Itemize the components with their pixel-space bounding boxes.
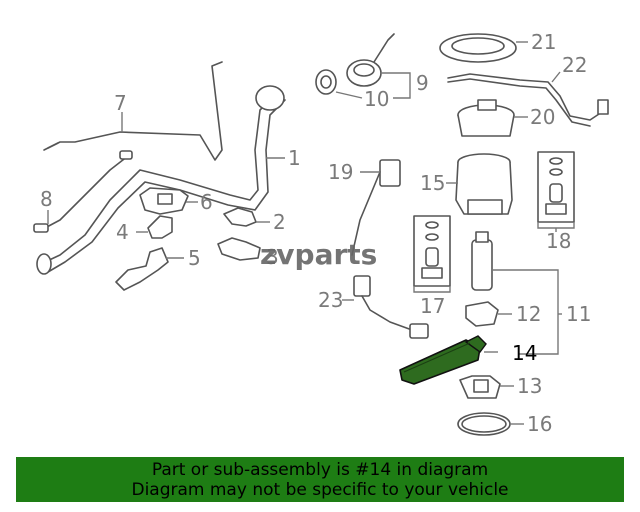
part-16-seal-ring [457,412,511,436]
part-13-holder [459,375,501,399]
callout-4: 4 [116,220,129,244]
banner-line-1: Part or sub-assembly is #14 in diagram [151,459,489,480]
part-19-sensor-line [351,159,401,256]
watermark: zvparts [260,238,377,271]
info-banner: Part or sub-assembly is #14 in diagram D… [16,457,624,502]
callout-10: 10 [364,87,389,111]
part-14-fuel-strainer [399,335,487,385]
callout-15: 15 [420,171,445,195]
callout-22: 22 [562,53,587,77]
callout-5: 5 [188,246,201,270]
callout-21: 21 [531,30,556,54]
part-20-flange [457,99,515,137]
callout-23: 23 [318,288,343,312]
part-5-bracket [115,247,169,291]
part-9-fuel-cap [346,33,395,87]
callout-18: 18 [546,229,571,253]
part-3-bracket [217,237,261,261]
part-12-retainer [465,301,499,327]
callout-8: 8 [40,187,53,211]
part-7-fuel-line [43,61,223,161]
callout-1: 1 [288,146,301,170]
callout-6: 6 [200,190,213,214]
part-10-seal [315,69,337,95]
callout-19: 19 [328,160,353,184]
part-15-pump-module [455,153,513,215]
part-4-bracket [147,215,173,239]
callout-9: 9 [416,71,429,95]
part-22-harness [447,73,609,127]
part-17-sender-kit [413,215,451,287]
callout-20: 20 [530,105,555,129]
callout-17: 17 [420,294,445,318]
part-8-vent-hose [33,150,133,233]
part-23-sensor [353,275,429,339]
callout-12: 12 [516,302,541,326]
banner-line-2: Diagram may not be specific to your vehi… [131,479,509,500]
callout-16: 16 [527,412,552,436]
part-11-fuel-pump [471,231,493,291]
callout-2: 2 [273,210,286,234]
part-6-clip [139,187,189,215]
part-1-filler-neck [36,85,286,275]
callout-13: 13 [517,374,542,398]
part-2-clip [223,207,257,227]
callout-14: 14 [512,341,537,365]
callout-11: 11 [566,302,591,326]
callout-7: 7 [114,91,127,115]
part-21-lock-ring [439,33,517,63]
callout-3: 3 [266,245,279,269]
part-18-sender-kit [537,151,575,223]
